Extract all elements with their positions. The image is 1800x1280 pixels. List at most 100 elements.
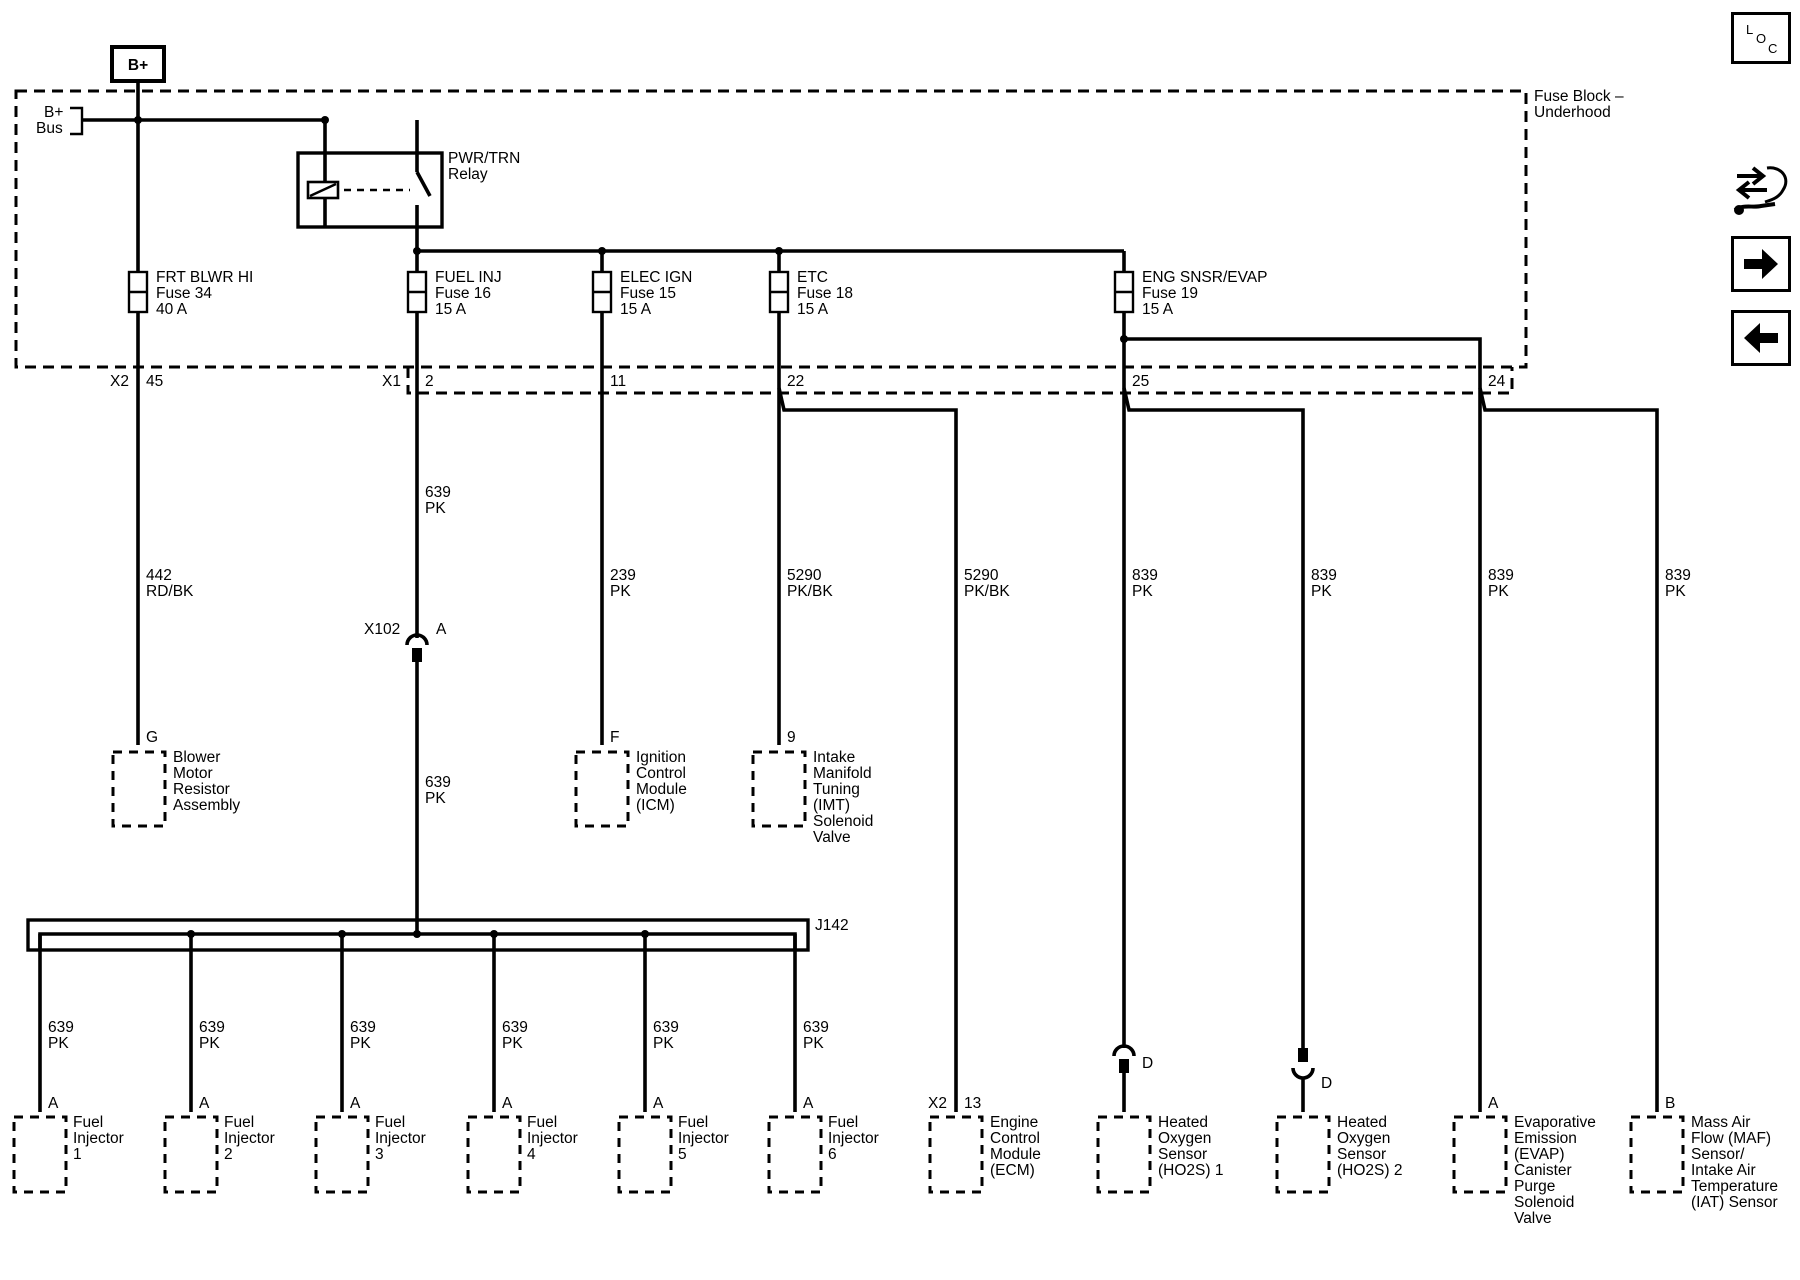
fuel-injector-1: A Fuel Injector 1 — [12, 1095, 124, 1194]
svg-text:Canister: Canister — [1514, 1162, 1572, 1179]
svg-text:639: 639 — [653, 1019, 679, 1036]
svg-text:Fuse 34: Fuse 34 — [156, 285, 212, 302]
relay-label-1: PWR/TRN — [448, 150, 520, 167]
svg-text:15 A: 15 A — [435, 301, 467, 318]
svg-text:Fuel: Fuel — [375, 1114, 405, 1131]
svg-text:Valve: Valve — [813, 829, 851, 846]
svg-text:(ICM): (ICM) — [636, 797, 675, 814]
fuse-label-18: ETC Fuse 18 15 A — [797, 269, 853, 318]
svg-text:Control: Control — [990, 1130, 1040, 1147]
svg-text:Bus: Bus — [36, 120, 63, 137]
svg-text:Injector: Injector — [224, 1130, 275, 1147]
svg-text:RD/BK: RD/BK — [146, 583, 194, 600]
fuel-injector-6: A Fuel Injector 6 — [767, 1095, 879, 1194]
svg-text:Resistor: Resistor — [173, 781, 230, 798]
fuse-16 — [406, 270, 428, 314]
maf-iat-sensor: B Mass Air Flow (MAF) Sensor/ Intake Air… — [1629, 1095, 1778, 1211]
svg-text:5290: 5290 — [964, 567, 999, 584]
svg-text:5: 5 — [678, 1146, 687, 1163]
svg-text:2: 2 — [224, 1146, 233, 1163]
svg-text:L: L — [1746, 22, 1753, 37]
svg-text:(EVAP): (EVAP) — [1514, 1146, 1565, 1163]
fuse-label-16: FUEL INJ Fuse 16 15 A — [435, 269, 502, 318]
fuel-injector-3: A Fuel Injector 3 — [314, 1095, 426, 1194]
fuse-18 — [768, 270, 790, 314]
svg-text:Injector: Injector — [678, 1130, 729, 1147]
svg-text:Motor: Motor — [173, 765, 213, 782]
x102-connector: X102 A — [364, 621, 447, 934]
svg-text:Oxygen: Oxygen — [1337, 1130, 1390, 1147]
svg-text:Solenoid: Solenoid — [1514, 1194, 1574, 1211]
fuse-34 — [127, 270, 149, 314]
svg-text:A: A — [199, 1095, 210, 1112]
x1-pin-24: 24 — [1488, 373, 1506, 390]
fuel-injector-4: A Fuel Injector 4 — [466, 1095, 578, 1194]
fuse-label-19: ENG SNSR/EVAP Fuse 19 15 A — [1142, 269, 1267, 318]
svg-text:Injector: Injector — [527, 1130, 578, 1147]
svg-text:Fuse 15: Fuse 15 — [620, 285, 676, 302]
svg-text:PK: PK — [350, 1035, 371, 1052]
svg-text:Fuel: Fuel — [224, 1114, 254, 1131]
svg-text:Oxygen: Oxygen — [1158, 1130, 1211, 1147]
svg-text:5290: 5290 — [787, 567, 822, 584]
svg-text:ENG SNSR/EVAP: ENG SNSR/EVAP — [1142, 269, 1267, 286]
fuse-block-title-1: Fuse Block – — [1534, 88, 1624, 105]
svg-text:9: 9 — [787, 729, 796, 746]
svg-text:PK: PK — [610, 583, 631, 600]
svg-text:X102: X102 — [364, 621, 400, 638]
svg-text:839: 839 — [1665, 567, 1691, 584]
svg-text:Injector: Injector — [828, 1130, 879, 1147]
svg-text:(IMT): (IMT) — [813, 797, 850, 814]
next-page-button[interactable] — [1731, 236, 1791, 292]
svg-text:3: 3 — [375, 1146, 384, 1163]
svg-text:Manifold: Manifold — [813, 765, 872, 782]
svg-text:PK: PK — [48, 1035, 69, 1052]
svg-text:Temperature: Temperature — [1691, 1178, 1778, 1195]
svg-text:639: 639 — [350, 1019, 376, 1036]
svg-text:15 A: 15 A — [620, 301, 652, 318]
svg-text:PK: PK — [1311, 583, 1332, 600]
svg-text:Fuel: Fuel — [678, 1114, 708, 1131]
svg-text:Fuse 18: Fuse 18 — [797, 285, 853, 302]
svg-text:40 A: 40 A — [156, 301, 188, 318]
diagnostic-arrows-wrench-button[interactable] — [1731, 160, 1793, 220]
svg-text:(ECM): (ECM) — [990, 1162, 1035, 1179]
evap-canister-purge-solenoid: A Evaporative Emission (EVAP) Canister P… — [1452, 1095, 1596, 1227]
svg-text:D: D — [1321, 1075, 1332, 1092]
ho2s-2-connector: D — [1291, 1048, 1332, 1112]
svg-text:Intake Air: Intake Air — [1691, 1162, 1756, 1179]
svg-text:A: A — [1488, 1095, 1499, 1112]
x1-pin-11: 11 — [610, 373, 626, 390]
svg-text:PK: PK — [425, 790, 446, 807]
x1-pin-22: 22 — [787, 373, 804, 390]
arrow-right-icon — [1744, 249, 1778, 279]
svg-text:PK: PK — [803, 1035, 824, 1052]
svg-text:PK: PK — [199, 1035, 220, 1052]
fuse-19 — [1113, 270, 1135, 314]
svg-text:A: A — [350, 1095, 361, 1112]
svg-text:Heated: Heated — [1337, 1114, 1387, 1131]
svg-text:PK/BK: PK/BK — [787, 583, 833, 600]
svg-text:Fuel: Fuel — [527, 1114, 557, 1131]
svg-text:Injector: Injector — [73, 1130, 124, 1147]
loc-button[interactable]: L O C — [1731, 12, 1791, 64]
svg-text:PK: PK — [653, 1035, 674, 1052]
fuse-label-15: ELEC IGN Fuse 15 15 A — [620, 269, 692, 318]
imt-solenoid-valve: 9 Intake Manifold Tuning (IMT) Solenoid … — [751, 729, 873, 846]
svg-text:FRT BLWR HI: FRT BLWR HI — [156, 269, 253, 286]
svg-text:Blower: Blower — [173, 749, 220, 766]
svg-text:Emission: Emission — [1514, 1130, 1577, 1147]
svg-text:FUEL INJ: FUEL INJ — [435, 269, 502, 286]
svg-text:Assembly: Assembly — [173, 797, 240, 814]
svg-text:839: 839 — [1132, 567, 1158, 584]
svg-text:13: 13 — [964, 1095, 981, 1112]
svg-text:(HO2S) 2: (HO2S) 2 — [1337, 1162, 1402, 1179]
prev-page-button[interactable] — [1731, 310, 1791, 366]
svg-text:Flow (MAF): Flow (MAF) — [1691, 1130, 1771, 1147]
